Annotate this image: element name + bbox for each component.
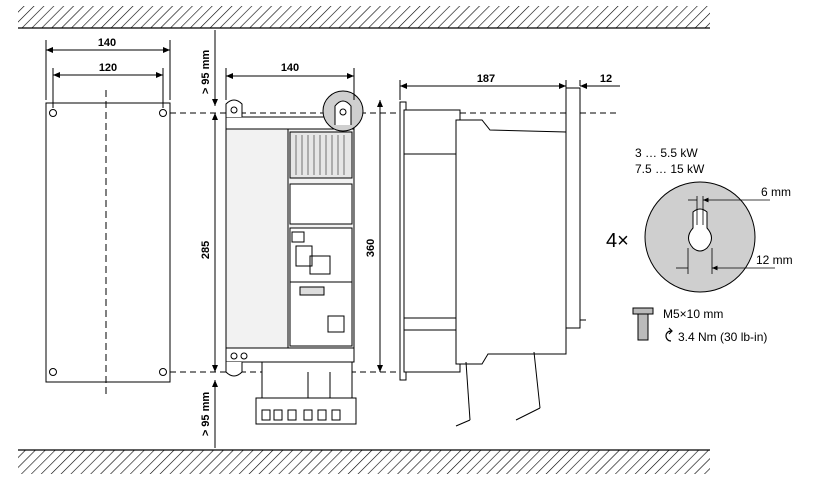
- plate-width-holes-label: 120: [99, 62, 117, 74]
- mounting-plate: [45, 40, 171, 398]
- side-depth-label: 187: [477, 73, 495, 85]
- screw-icon: [632, 307, 654, 341]
- plate-width-outer-label: 140: [98, 37, 116, 49]
- slot-width-label: 6 mm: [761, 185, 791, 199]
- torque-label: 3.4 Nm (30 lb-in): [678, 330, 767, 344]
- clearance-top-label: > 95 mm: [200, 50, 212, 95]
- power-range-2: 7.5 … 15 kW: [635, 162, 705, 176]
- screw-size-label: M5×10 mm: [663, 307, 723, 321]
- hole-height-label: 285: [200, 241, 212, 259]
- clearance-bottom-label: > 95 mm: [200, 392, 212, 437]
- quantity-label: 4×: [606, 230, 629, 252]
- side-extra-label: 12: [600, 73, 612, 85]
- keyhole-detail: 3 … 5.5 kW 7.5 … 15 kW 4× 6 mm 12 mm M5×…: [606, 146, 793, 344]
- total-height-label: 360: [365, 239, 377, 257]
- torque-icon: [665, 327, 673, 342]
- front-view-device: [170, 90, 620, 425]
- power-range-1: 3 … 5.5 kW: [635, 146, 698, 160]
- head-width-label: 12 mm: [756, 253, 793, 267]
- front-width-label: 140: [281, 62, 299, 74]
- floor-hatch: [18, 449, 710, 474]
- side-view-device: [399, 80, 620, 427]
- front-dimensions: [212, 30, 383, 448]
- ceiling-hatch: [18, 6, 710, 29]
